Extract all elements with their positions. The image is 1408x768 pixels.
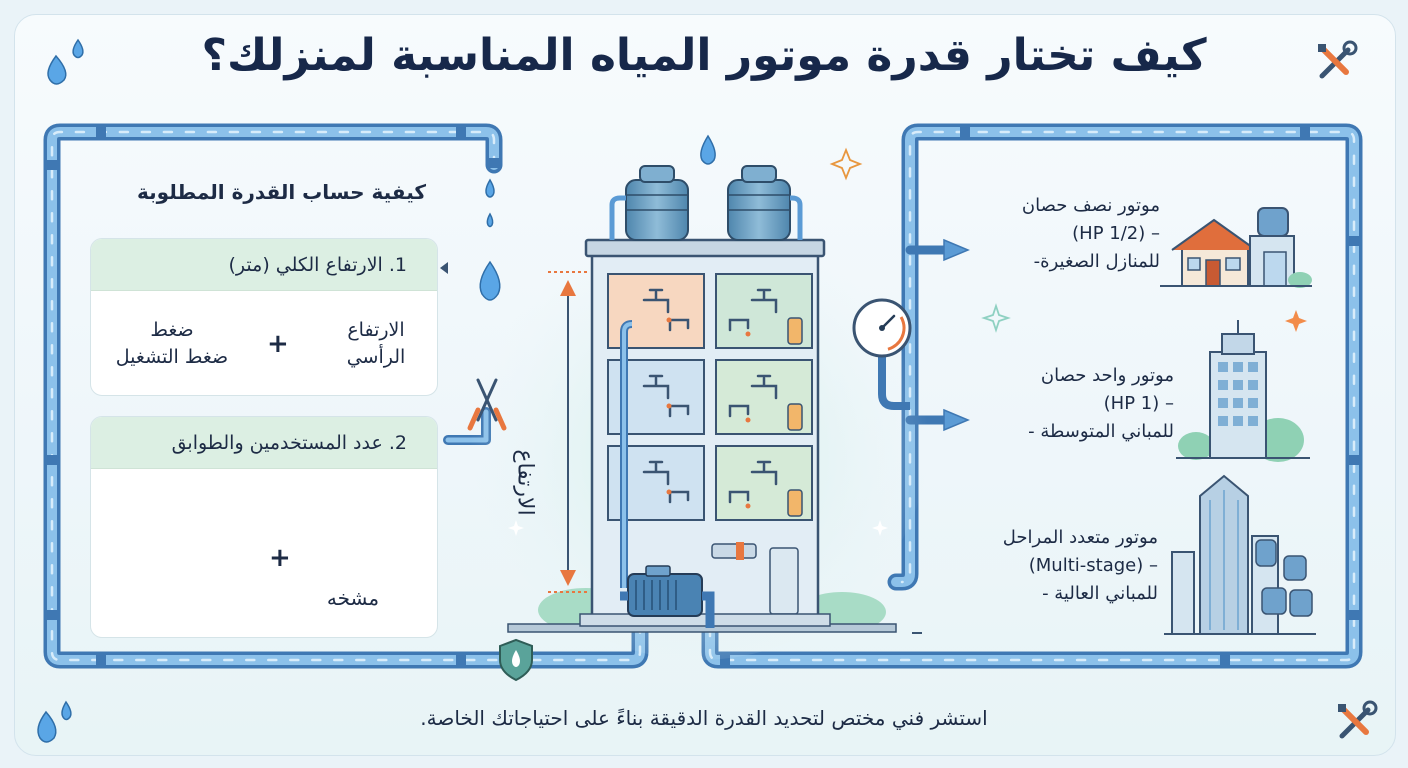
plus-operator-2: + — [269, 543, 291, 573]
motor-multi-stage: موتور متعدد المراحل – (Multi-stage) للمب… — [1002, 527, 1158, 604]
house-icon — [1160, 207, 1312, 288]
office-building-icon — [1176, 320, 1310, 462]
step1-label: 1. الارتفاع الكلي (متر) — [91, 239, 437, 291]
faucet-label: مشخه — [326, 586, 380, 610]
pump-motor-icon — [620, 565, 715, 628]
motor-half-hp: موتور نصف حصان – (1/2 HP) للمنازل الصغير… — [1021, 195, 1160, 272]
calc-heading: كيفية حساب القدرة المطلوبة — [137, 180, 426, 204]
vertical-height-term: الارتفاع الرأسي — [346, 319, 406, 368]
page-title: كيف تختار قدرة موتور المياه المناسبة لمن… — [201, 30, 1207, 81]
step1-card: 1. الارتفاع الكلي (متر) الارتفاع الرأسي … — [90, 238, 438, 396]
pressure-gauge-icon — [852, 298, 912, 410]
water-tank-icon — [609, 165, 803, 241]
height-arrow — [548, 271, 590, 593]
tools-icon — [1318, 40, 1378, 739]
footer-note: استشر فني مختص لتحديد القدرة الدقيقة بنا… — [420, 706, 988, 730]
branch-arrows — [943, 238, 970, 432]
left-pipe-loop — [43, 123, 649, 669]
apartment-building — [507, 165, 897, 633]
operating-pressure-term: ضغط ضغط التشغيل — [115, 319, 229, 368]
pointer-arrow — [440, 262, 448, 274]
shield-valve-icon — [499, 638, 533, 682]
sparkle-icon — [508, 147, 1307, 536]
pliers-icon — [467, 378, 507, 431]
height-label: الارتفاع — [512, 449, 538, 516]
skyscraper-icon — [1164, 474, 1316, 635]
water-drops-icon — [37, 38, 716, 743]
motor-one-hp: موتور واحد حصان – (1 HP) للمباني المتوسط… — [1028, 365, 1174, 442]
step2-label: 2. عدد المستخدمين والطوابق — [91, 417, 437, 469]
step2-card: 2. عدد المستخدمين والطوابق + مشخه — [90, 416, 438, 638]
plus-operator: + — [267, 329, 289, 359]
